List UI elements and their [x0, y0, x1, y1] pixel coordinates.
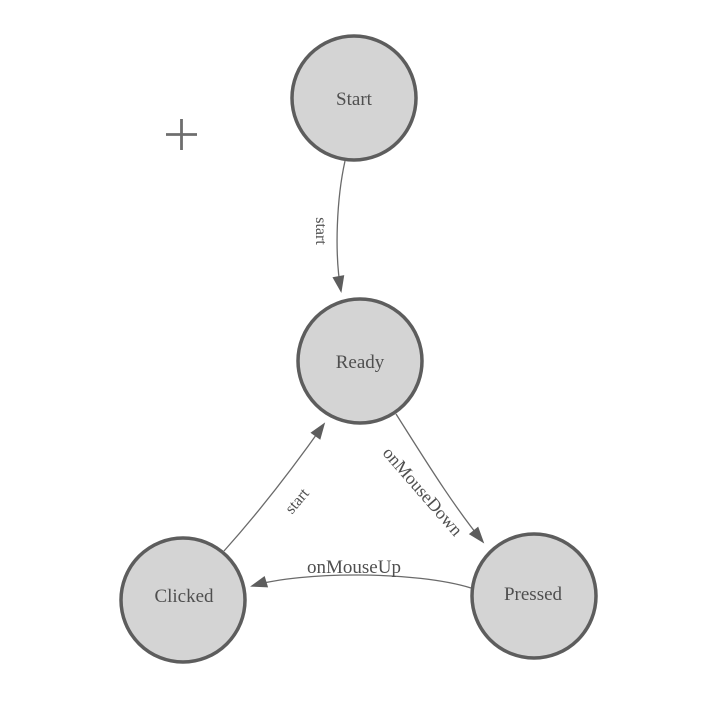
node-label: Ready: [336, 352, 385, 373]
node-label: Start: [336, 89, 373, 110]
node-circle[interactable]: [290, 34, 418, 162]
edge-clicked-to-ready[interactable]: start: [223, 422, 326, 552]
node-label: Clicked: [154, 586, 214, 607]
node-ready[interactable]: Ready: [296, 297, 424, 425]
edge-label-start: start: [282, 485, 313, 517]
node-clicked[interactable]: Clicked: [119, 536, 247, 664]
node-label: Pressed: [504, 584, 563, 605]
plus-crosshair-icon: [166, 119, 197, 150]
edge-label-onmouseup: onMouseUp: [307, 557, 401, 578]
edge-line[interactable]: [250, 574, 472, 589]
edge-pressed-to-clicked[interactable]: onMouseUp: [250, 557, 472, 589]
edge-ready-to-pressed[interactable]: onMouseDown: [379, 413, 485, 544]
node-circle[interactable]: [119, 536, 247, 664]
node-circle[interactable]: [470, 532, 598, 660]
edge-label-onmousedown: onMouseDown: [379, 443, 467, 540]
edge-line[interactable]: [223, 422, 326, 552]
edge-start-to-ready[interactable]: start: [312, 160, 346, 293]
edge-label-start: start: [312, 217, 329, 245]
node-start[interactable]: Start: [290, 34, 418, 162]
edge-line[interactable]: [395, 413, 485, 544]
node-pressed[interactable]: Pressed: [470, 532, 598, 660]
node-circle[interactable]: [296, 297, 424, 425]
edge-line[interactable]: [332, 160, 346, 293]
